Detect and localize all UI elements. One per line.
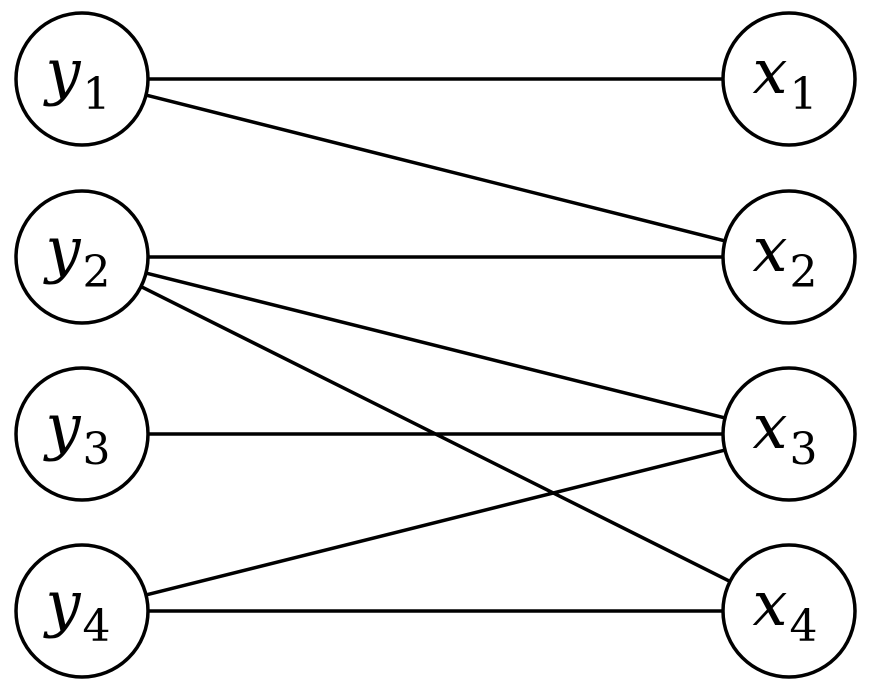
node-label: x2 bbox=[753, 213, 818, 298]
node-x4: x4 bbox=[721, 543, 857, 679]
node-circle bbox=[721, 366, 857, 502]
node-subscript: 4 bbox=[83, 601, 111, 652]
node-variable: y bbox=[42, 390, 81, 463]
edge-y1-x2 bbox=[144, 93, 727, 243]
node-subscript: 2 bbox=[83, 247, 111, 298]
node-y1: y1 bbox=[14, 11, 150, 147]
node-variable: y bbox=[42, 35, 81, 108]
edge-y4-x3 bbox=[144, 448, 727, 597]
node-subscript: 1 bbox=[83, 69, 111, 120]
node-y2: y2 bbox=[14, 189, 150, 325]
node-y4: y4 bbox=[14, 543, 150, 679]
node-circle bbox=[721, 11, 857, 147]
node-circle bbox=[721, 189, 857, 325]
node-circle bbox=[14, 366, 150, 502]
edges-layer bbox=[139, 77, 732, 613]
node-label: x1 bbox=[753, 35, 818, 120]
node-subscript: 2 bbox=[789, 247, 817, 298]
node-label: y3 bbox=[42, 390, 110, 475]
node-variable: y bbox=[42, 567, 81, 640]
node-circle bbox=[14, 11, 150, 147]
node-label: x3 bbox=[753, 390, 818, 475]
edge-y2-x3 bbox=[144, 271, 727, 420]
node-label: y4 bbox=[42, 567, 110, 652]
node-y3: y3 bbox=[14, 366, 150, 502]
node-variable: y bbox=[42, 213, 81, 286]
node-variable: x bbox=[753, 35, 788, 108]
node-circle bbox=[14, 189, 150, 325]
node-x2: x2 bbox=[721, 189, 857, 325]
node-circle bbox=[14, 543, 150, 679]
node-subscript: 1 bbox=[789, 69, 817, 120]
node-x1: x1 bbox=[721, 11, 857, 147]
node-variable: x bbox=[753, 213, 788, 286]
node-label: y1 bbox=[42, 35, 110, 120]
node-label: x4 bbox=[753, 567, 818, 652]
node-subscript: 3 bbox=[789, 424, 817, 475]
node-subscript: 4 bbox=[789, 601, 817, 652]
node-label: y2 bbox=[42, 213, 110, 298]
node-circle bbox=[721, 543, 857, 679]
node-x3: x3 bbox=[721, 366, 857, 502]
node-variable: x bbox=[753, 390, 788, 463]
node-subscript: 3 bbox=[83, 424, 111, 475]
node-variable: x bbox=[753, 567, 788, 640]
